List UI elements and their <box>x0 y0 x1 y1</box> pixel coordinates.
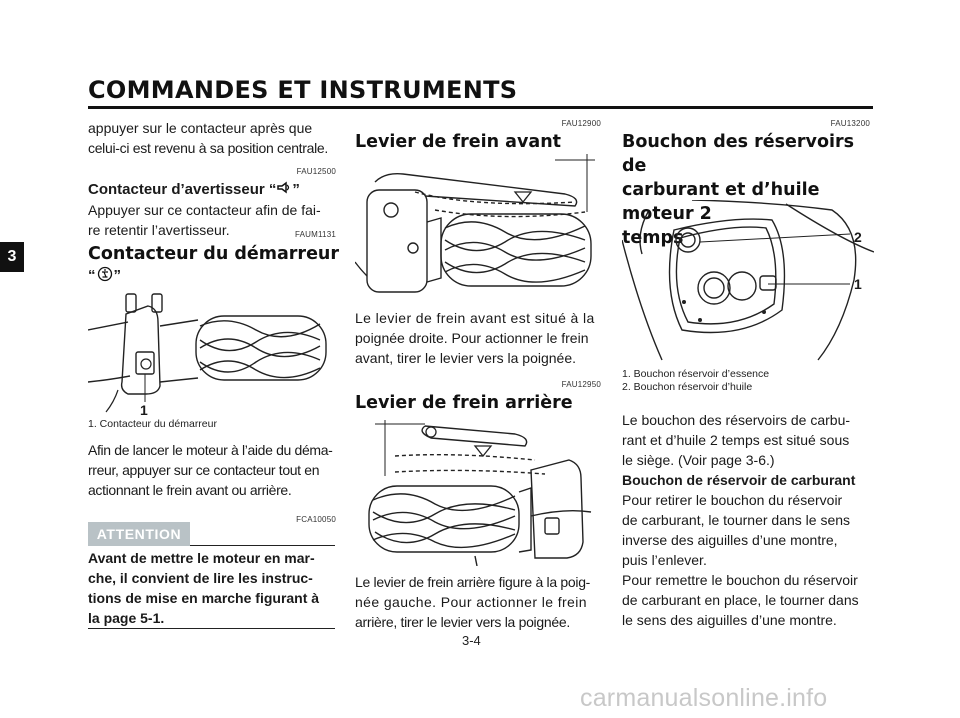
horn-heading: Contacteur d’avertisseur “ ” <box>88 180 338 200</box>
rear-brake-code: FAU12950 <box>561 380 601 389</box>
rear-brake-heading: Levier de frein arrière <box>355 393 573 413</box>
starter-line: rreur, appuyer sur ce contacteur tout en <box>88 462 320 478</box>
starter-line: Afin de lancer le moteur à l’aide du dém… <box>88 442 333 458</box>
starter-caption: 1. Contacteur du démarreur <box>88 418 217 430</box>
caution-line: la page 5-1. <box>88 610 165 626</box>
watermark: carmanualsonline.info <box>580 684 828 712</box>
tank-line: Le bouchon des réservoirs de carbu- <box>622 412 851 428</box>
tank-cap-heading-line: Bouchon des réservoirs de <box>622 132 855 176</box>
starter-symbol-prefix: “ <box>88 267 96 284</box>
front-brake-line: Le levier de frein avant est situé à la <box>355 310 595 326</box>
starter-symbol-suffix: ” <box>113 267 122 284</box>
starter-symbol: “” <box>88 266 121 286</box>
front-brake-illustration <box>355 154 595 293</box>
tank-cap-illustration <box>622 200 874 361</box>
front-brake-line: poignée droite. Pour actionner le frein <box>355 330 589 346</box>
tank-cap-heading: Bouchon des réservoirs de carburant et d… <box>622 130 874 250</box>
intro-text: appuyer sur le contacteur après que celu… <box>88 118 338 158</box>
tank-cap-heading-line: temps <box>622 228 684 248</box>
tank-line: rant et d’huile 2 temps est situé sous <box>622 432 850 448</box>
tank-line: le siège. (Voir page 3-6.) <box>622 452 775 468</box>
page-number: 3-4 <box>462 633 481 648</box>
horn-code: FAU12500 <box>296 167 336 176</box>
horn-icon <box>276 181 292 198</box>
rear-brake-line: Le levier de frein arrière figure à la p… <box>355 574 591 590</box>
chapter-tab: 3 <box>0 242 24 272</box>
rear-brake-text: Le levier de frein arrière figure à la p… <box>355 572 605 632</box>
starter-icon <box>96 266 114 284</box>
horn-heading-prefix: Contacteur d’avertisseur “ <box>88 181 277 198</box>
fuel-cap-line: inverse des aiguilles d’une montre, <box>622 532 838 548</box>
title-rule <box>88 106 873 109</box>
caution-code: FCA10050 <box>296 515 336 524</box>
fuel-cap-line: de carburant en place, le tourner dans <box>622 592 859 608</box>
tank-callout-2: 2 <box>854 229 862 245</box>
front-brake-heading: Levier de frein avant <box>355 132 562 152</box>
horn-text: Appuyer sur ce contacteur afin de fai- r… <box>88 200 338 240</box>
starter-illustration <box>88 293 327 413</box>
starter-callout: 1 <box>140 402 148 418</box>
fuel-cap-line: Pour retirer le bouchon du réservoir <box>622 492 843 508</box>
rear-brake-illustration <box>368 420 592 566</box>
fuel-cap-line: Pour remettre le bouchon du réservoir <box>622 572 858 588</box>
horn-line: Appuyer sur ce contacteur afin de fai- <box>88 202 321 218</box>
front-brake-text: Le levier de frein avant est situé à la … <box>355 308 603 368</box>
tank-cap-code: FAU13200 <box>830 119 870 128</box>
fuel-cap-text: Pour retirer le bouchon du réservoir de … <box>622 490 874 630</box>
caution-line: tions de mise en marche figurant à <box>88 590 320 606</box>
section-title: COMMANDES ET INSTRUMENTS <box>88 76 518 104</box>
caution-label: ATTENTION <box>88 522 190 546</box>
tank-caption: 2. Bouchon réservoir d’huile <box>622 381 753 393</box>
fuel-cap-line: de carburant, le tourner dans le sens <box>622 512 851 528</box>
starter-code: FAUM1131 <box>294 230 336 239</box>
tank-callout-1: 1 <box>854 276 862 292</box>
rear-brake-line: arrière, tirer le levier vers la poignée… <box>355 614 570 630</box>
intro-line: appuyer sur le contacteur après que <box>88 120 313 136</box>
caution-text: Avant de mettre le moteur en mar- che, i… <box>88 548 340 628</box>
caution-line: che, il convient de lire les instruc- <box>88 570 313 586</box>
front-brake-code: FAU12900 <box>561 119 601 128</box>
caution-line: Avant de mettre le moteur en mar- <box>88 550 315 566</box>
front-brake-line: avant, tirer le levier vers la poignée. <box>355 350 576 366</box>
tank-caption: 1. Bouchon réservoir d’essence <box>622 368 770 380</box>
tank-captions: 1. Bouchon réservoir d’essence 2. Boucho… <box>622 368 769 394</box>
fuel-cap-line: puis l’enlever. <box>622 552 707 568</box>
intro-line: celui-ci est revenu à sa position centra… <box>88 140 329 156</box>
horn-heading-suffix: ” <box>292 181 300 198</box>
rear-brake-line: née gauche. Pour actionner le frein <box>355 594 587 610</box>
caution-rule-top <box>190 545 335 546</box>
horn-line: re retentir l’avertisseur. <box>88 222 230 238</box>
caution-rule-bottom <box>88 628 335 629</box>
starter-line: actionnant le frein avant ou arrière. <box>88 482 292 498</box>
starter-text: Afin de lancer le moteur à l’aide du dém… <box>88 440 340 500</box>
fuel-cap-subheading: Bouchon de réservoir de carburant <box>622 472 856 488</box>
tank-text: Le bouchon des réservoirs de carbu- rant… <box>622 410 874 470</box>
starter-heading: Contacteur du démarreur <box>88 244 340 264</box>
fuel-cap-line: le sens des aiguilles d’une montre. <box>622 612 837 628</box>
